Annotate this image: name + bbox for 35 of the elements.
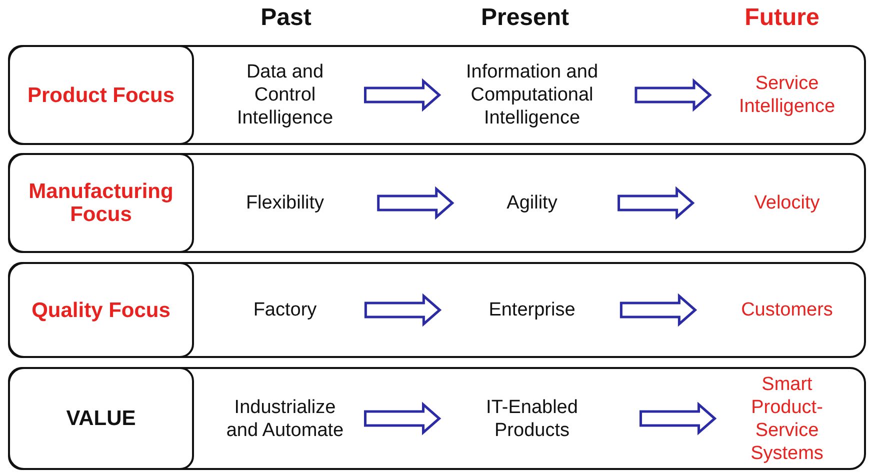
row-panel xyxy=(8,153,866,253)
category-box xyxy=(8,367,194,470)
stage-text: Velocity xyxy=(754,192,820,214)
hollow-arrow xyxy=(620,293,698,327)
stage-text: Data and Control Intelligence xyxy=(236,60,334,130)
stage-text: Factory xyxy=(253,298,317,322)
stage-text: Service Intelligence xyxy=(738,72,836,118)
category-box xyxy=(8,45,194,145)
category-label: Quality Focus xyxy=(32,298,170,322)
hollow-arrow xyxy=(377,186,454,220)
hollow-arrow xyxy=(364,402,442,436)
category-box xyxy=(8,262,194,358)
hollow-arrow xyxy=(364,78,442,112)
column-header: Present xyxy=(480,4,570,32)
stage-text: Enterprise xyxy=(488,298,576,322)
category-label: Manufacturing Focus xyxy=(28,180,174,226)
stage-text: Agility xyxy=(506,192,558,214)
column-header: Past xyxy=(260,4,312,32)
column-header: Future xyxy=(744,4,820,32)
hollow-arrow xyxy=(364,293,442,327)
row-panel xyxy=(8,262,866,358)
stage-text: Customers xyxy=(741,298,833,322)
hollow-arrow xyxy=(640,402,717,436)
hollow-arrow xyxy=(618,186,695,220)
stage-text: Information and Computational Intelligence xyxy=(464,60,600,130)
stage-text: IT-Enabled Products xyxy=(485,396,579,442)
hollow-arrow xyxy=(634,78,712,112)
stage-text: Smart Product-Service Systems xyxy=(750,372,824,464)
category-label: VALUE xyxy=(66,407,136,430)
category-label: Product Focus xyxy=(27,84,174,106)
category-box xyxy=(8,153,194,253)
row-panel xyxy=(8,367,866,470)
row-panel xyxy=(8,45,866,145)
stage-text: Flexibility xyxy=(246,192,324,214)
stage-text: Industrialize and Automate xyxy=(225,396,345,442)
